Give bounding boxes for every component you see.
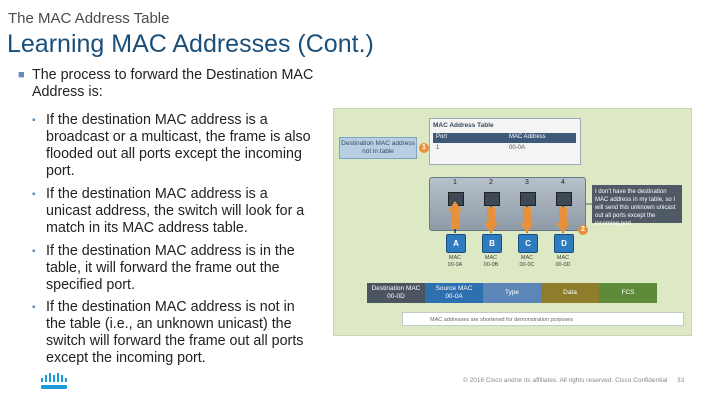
host-d-icon: D bbox=[554, 234, 574, 253]
diagram-footnote: MAC addresses are shortened for demonstr… bbox=[402, 312, 684, 326]
bullet-text: If the destination MAC address is in the… bbox=[46, 243, 295, 293]
page-number: 33 bbox=[677, 377, 685, 384]
frame-dest-mac: Destination MAC 00-0D bbox=[367, 283, 425, 303]
bullet-dot-icon: ▪ bbox=[32, 246, 36, 257]
host-b-mac: MAC 00-0B bbox=[483, 255, 499, 268]
bullet-text: If the destination MAC address is a broa… bbox=[46, 112, 311, 179]
port-label: 1 bbox=[453, 179, 457, 186]
port-label: 4 bbox=[561, 179, 565, 186]
switch-port bbox=[520, 192, 536, 206]
mac-table-row: 1 00-0A bbox=[433, 145, 576, 154]
square-bullet-icon: ■ bbox=[18, 69, 25, 81]
network-diagram: Destination MAC address not in table 1 M… bbox=[333, 108, 692, 336]
flood-arrow-icon bbox=[520, 207, 534, 233]
host-c-icon: C bbox=[518, 234, 538, 253]
bullet-item: ▪ If the destination MAC address is a un… bbox=[32, 186, 312, 237]
incoming-arrow-icon bbox=[448, 201, 462, 229]
frame-data: Data bbox=[541, 283, 599, 303]
mac-address-table: MAC Address Table Port MAC Address 1 00-… bbox=[429, 118, 581, 165]
bullet-dot-icon: ▪ bbox=[32, 302, 36, 313]
bullet-item: ▪ If the destination MAC address is a br… bbox=[32, 112, 312, 180]
bullet-dot-icon: ▪ bbox=[32, 115, 36, 126]
port-cell: 1 bbox=[436, 145, 440, 151]
frame-type: Type bbox=[483, 283, 541, 303]
not-in-table-label: Destination MAC address not in table bbox=[339, 137, 417, 159]
mac-cell: 00-0A bbox=[509, 145, 526, 151]
step-1-badge: 1 bbox=[419, 143, 429, 153]
mac-header: MAC Address bbox=[509, 134, 546, 140]
frame-fcs: FCS bbox=[599, 283, 657, 303]
bullet-text: If the destination MAC address is not in… bbox=[46, 299, 304, 366]
port-label: 2 bbox=[489, 179, 493, 186]
flood-arrow-icon bbox=[556, 207, 570, 233]
bullet-item: ▪ If the destination MAC address is in t… bbox=[32, 243, 312, 294]
bullet-item: ▪ If the destination MAC address is not … bbox=[32, 299, 312, 367]
copyright-text: © 2016 Cisco and/or its affiliates. All … bbox=[463, 377, 668, 384]
frame-source-mac: Source MAC 00-0A bbox=[425, 283, 483, 303]
intro-paragraph: ■ The process to forward the Destination… bbox=[18, 67, 318, 101]
port-label: 3 bbox=[525, 179, 529, 186]
flood-arrow-icon bbox=[484, 207, 498, 233]
bullet-text: If the destination MAC address is a unic… bbox=[46, 186, 305, 236]
link-lines bbox=[448, 201, 592, 233]
host-d-mac: MAC 00-0D bbox=[555, 255, 571, 268]
mac-table-header: Port MAC Address bbox=[433, 133, 576, 143]
host-b-icon: B bbox=[482, 234, 502, 253]
mac-table-title: MAC Address Table bbox=[433, 122, 494, 129]
host-c-mac: MAC 00-0C bbox=[519, 255, 535, 268]
step-2-badge: 2 bbox=[578, 225, 588, 235]
super-title: The MAC Address Table bbox=[8, 10, 170, 27]
cisco-logo-icon bbox=[41, 373, 67, 389]
switch-port bbox=[556, 192, 572, 206]
port-header: Port bbox=[436, 134, 448, 140]
page-title: Learning MAC Addresses (Cont.) bbox=[7, 30, 374, 58]
host-a-mac: MAC 00-0A bbox=[447, 255, 463, 268]
switch-callout: I don't have the destination MAC address… bbox=[592, 185, 682, 227]
ethernet-frame: Destination MAC 00-0D Source MAC 00-0A T… bbox=[367, 283, 657, 303]
intro-text: The process to forward the Destination M… bbox=[32, 67, 314, 100]
host-a-icon: A bbox=[446, 234, 466, 253]
bullet-dot-icon: ▪ bbox=[32, 189, 36, 200]
switch-port bbox=[484, 192, 500, 206]
